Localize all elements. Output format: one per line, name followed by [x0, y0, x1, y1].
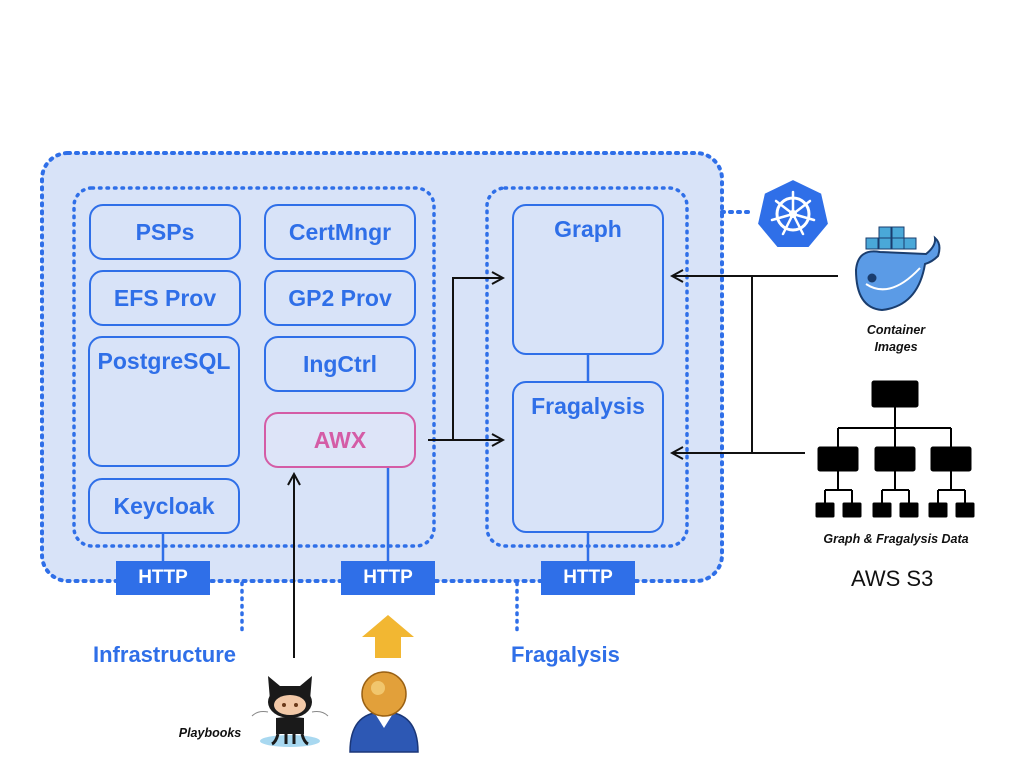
awx-label: AWX — [313, 426, 367, 453]
data-caption: Graph & Fragalysis Data — [823, 532, 969, 546]
http-badge-infrastructure: HTTP — [116, 561, 210, 595]
gp2-prov-label: GP2 Prov — [288, 284, 392, 311]
http-badge-fragalysis: HTTP — [541, 561, 635, 595]
fragalysis-box: Fragalysis — [512, 381, 664, 533]
ingctrl-label: IngCtrl — [302, 350, 378, 377]
efs-prov-box: EFS Prov — [89, 270, 241, 326]
graph-label: Graph — [554, 216, 622, 242]
ingctrl-box: IngCtrl — [264, 336, 416, 392]
user-icon — [349, 671, 419, 753]
awx-deploy-arrow-graph — [428, 278, 503, 441]
certmngr-box: CertMngr — [264, 204, 416, 260]
aws-s3-label: AWS S3 — [851, 566, 934, 591]
keycloak-label: Keycloak — [113, 492, 215, 519]
graph-box: Graph — [512, 204, 664, 355]
postgresql-box: PostgreSQL — [88, 336, 240, 467]
container-images-caption: Container Images — [846, 322, 946, 356]
container-images-line-1: Container — [866, 323, 926, 337]
tree-hierarchy-icon — [815, 380, 975, 518]
github-octocat-icon — [251, 676, 329, 747]
user-access-arrow — [362, 615, 414, 658]
keycloak-box: Keycloak — [88, 478, 240, 534]
postgresql-label: PostgreSQL — [97, 348, 231, 374]
infrastructure-namespace — [72, 186, 436, 548]
playbooks-caption: Playbooks — [178, 726, 242, 740]
certmngr-label: CertMngr — [288, 218, 392, 245]
gp2-prov-box: GP2 Prov — [264, 270, 416, 326]
kubernetes-icon — [755, 177, 831, 249]
efs-prov-label: EFS Prov — [113, 284, 217, 311]
infrastructure-group-label: Infrastructure — [93, 642, 237, 667]
fragalysis-component-label: Fragalysis — [531, 393, 645, 419]
http-badge-awx: HTTP — [341, 561, 435, 595]
psps-box: PSPs — [89, 204, 241, 260]
awx-box: AWX — [264, 412, 416, 468]
psps-label: PSPs — [135, 218, 195, 245]
docker-icon — [854, 226, 941, 312]
container-images-line-2: Images — [874, 340, 918, 354]
fragalysis-group-label: Fragalysis — [511, 642, 620, 667]
